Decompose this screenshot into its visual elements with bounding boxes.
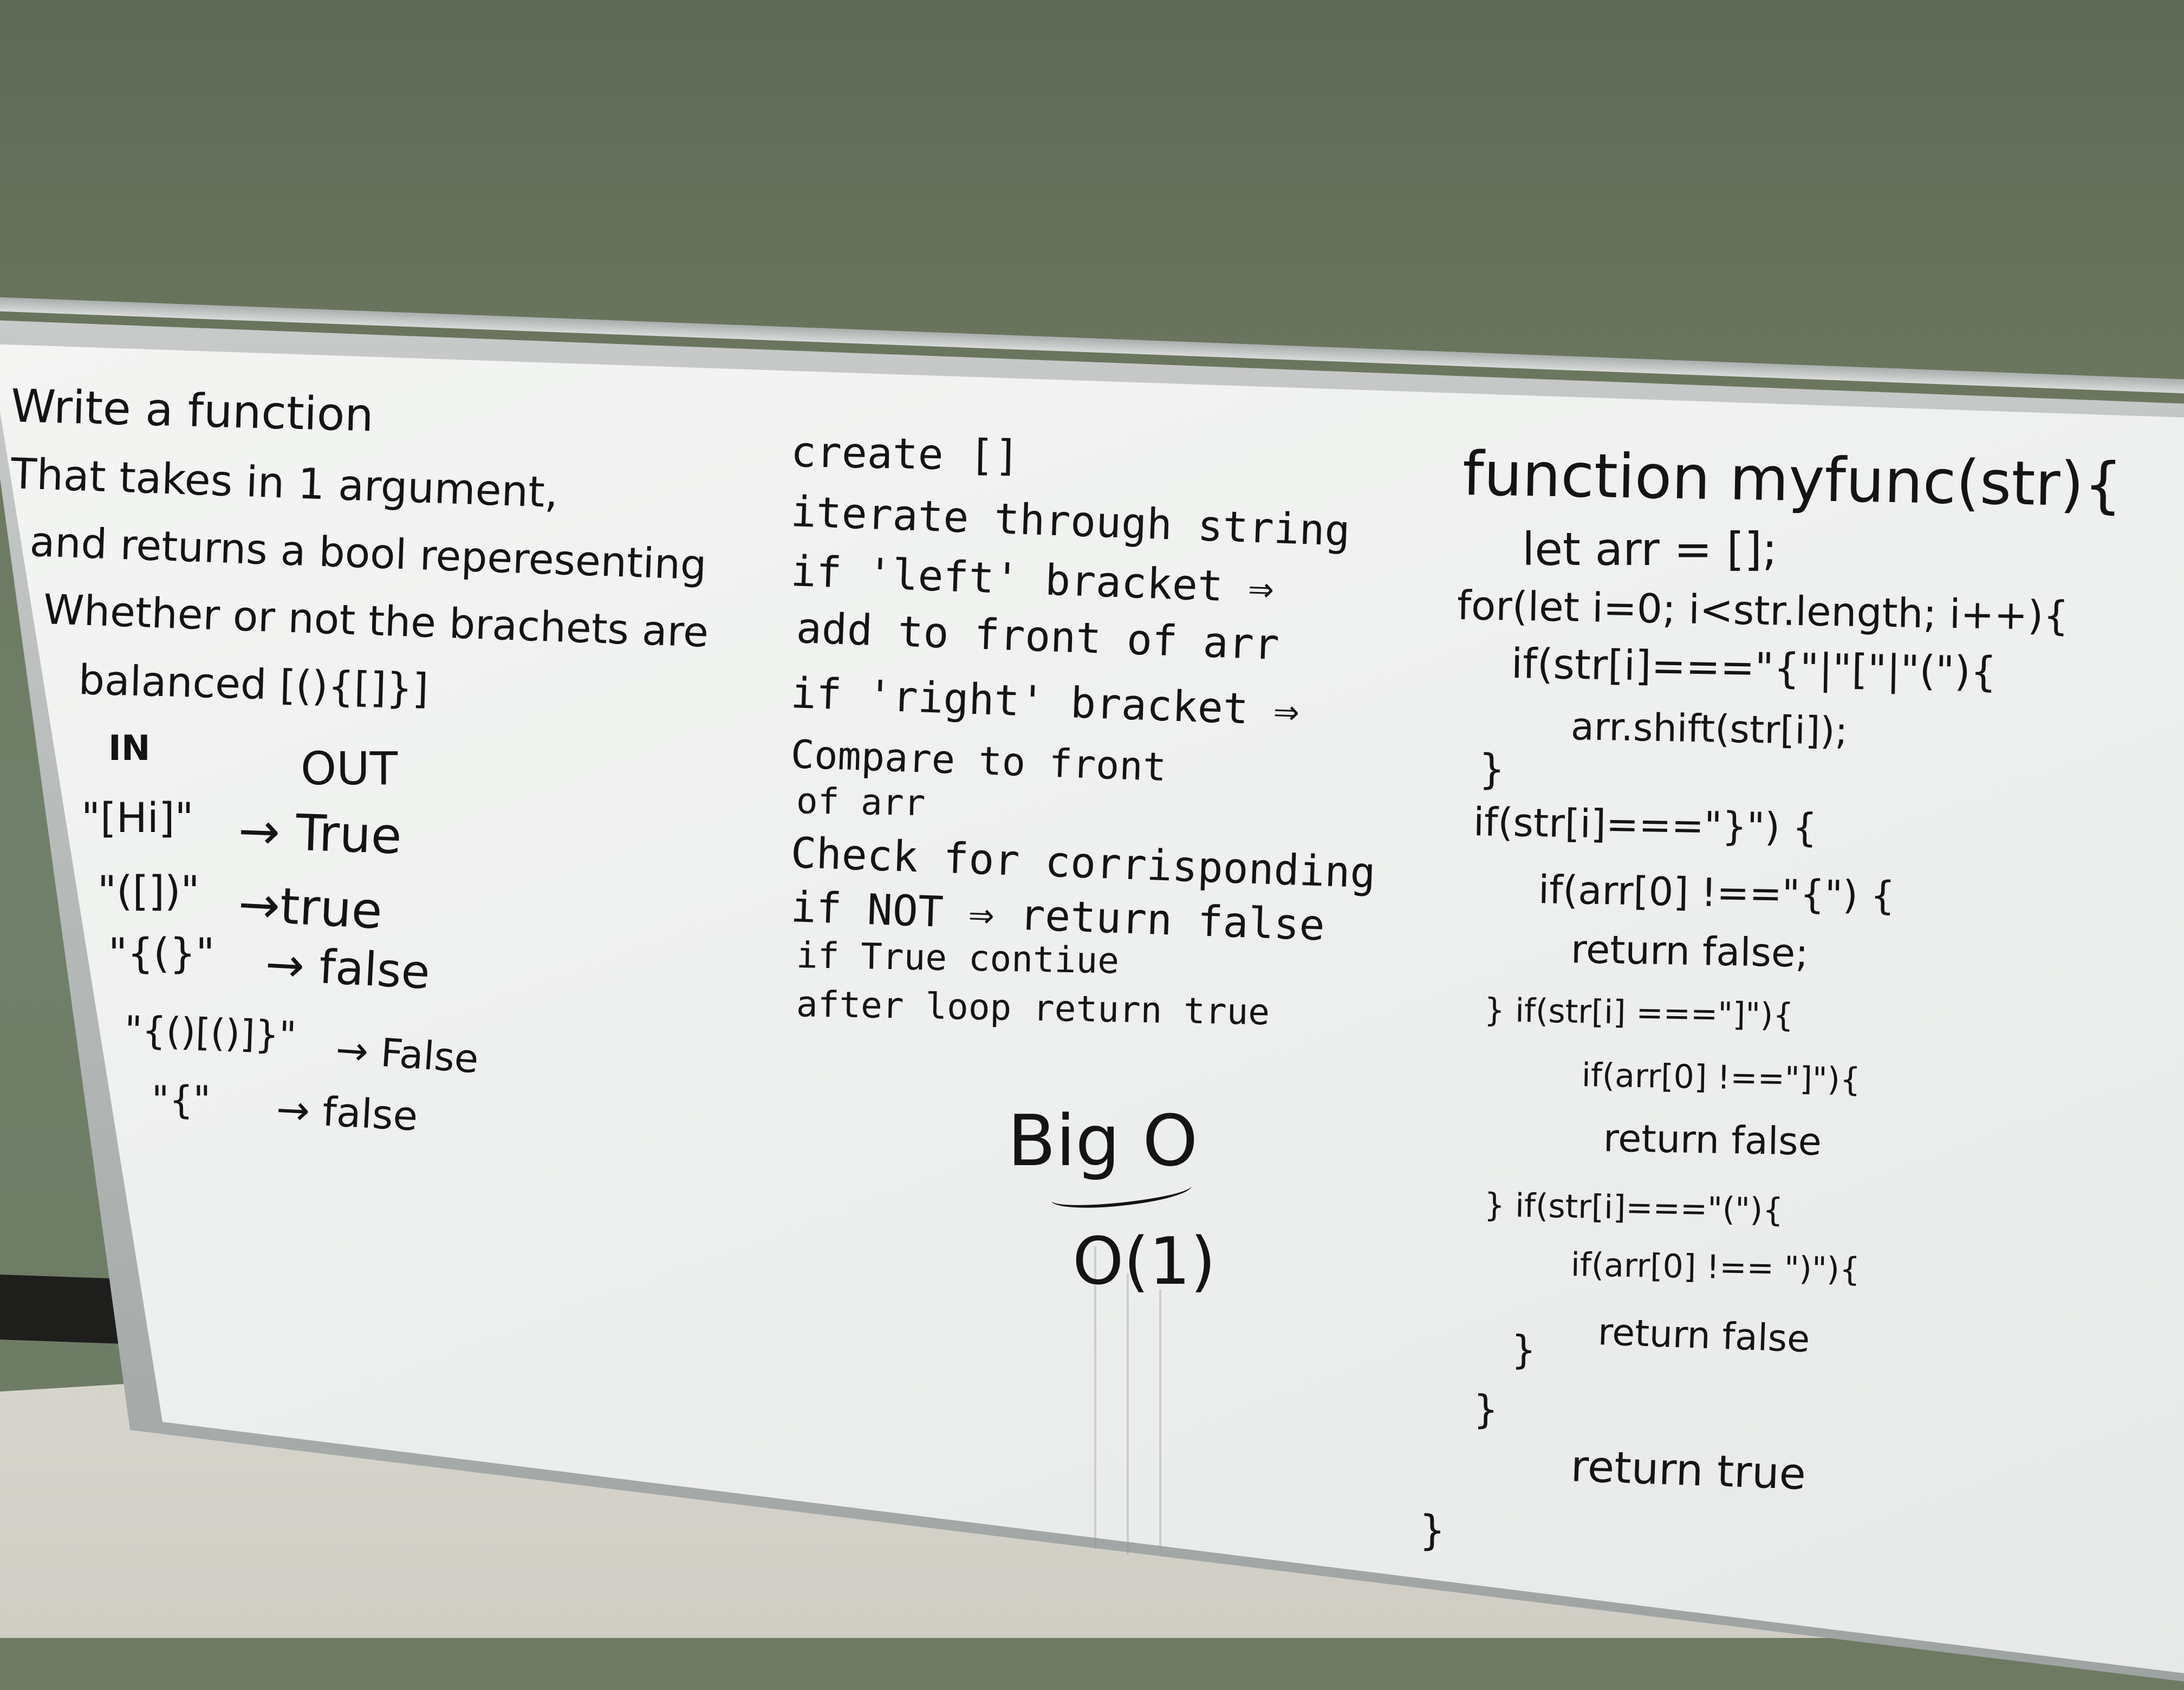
code-line: if(arr[0] !=="{") { [1538,867,1896,919]
code-line: if(arr[0] !=="]"){ [1581,1056,1861,1099]
code-line: } [1473,1387,1498,1432]
code-line: } [1511,1327,1536,1373]
whiteboard: Write a function That takes in 1 argumen… [0,297,2184,1690]
big-o-label: Big O [1007,1100,1198,1182]
example-input: "([])" [98,867,200,915]
code-line: return false; [1570,926,1809,976]
code-line: return false [1597,1311,1811,1361]
code-line: } [1419,1506,1446,1554]
example-input: "{" [152,1078,211,1122]
code-line: return false [1603,1116,1822,1165]
code-line: } if(str[i]==="("){ [1484,1186,1784,1230]
example-output: → false [264,937,432,1000]
code-line: arr.shift(str[i]); [1570,704,1848,753]
algorithm-line: if True contiue [796,934,1120,982]
ink-drip-mark [1094,1246,1096,1549]
code-line: let arr = []; [1522,523,1778,576]
problem-line: Write a function [10,379,374,442]
problem-line: balanced [(){[]}] [77,655,430,713]
ink-drip-mark [1159,1289,1161,1549]
code-line: if(str[i]==="}") { [1473,799,1818,851]
in-column-header: IN [108,729,151,769]
big-o-value: O(1) [1072,1224,1216,1299]
example-input: "{()[()]}" [123,1007,297,1058]
out-column-header: OUT [301,742,398,795]
example-output: → false [275,1086,419,1140]
code-line: } [1479,745,1505,793]
algorithm-line: after loop return true [796,983,1270,1034]
code-line: return true [1570,1441,1807,1500]
code-line: } if(str[i] ==="]"){ [1484,991,1794,1035]
example-output: →true [237,875,384,940]
algorithm-line: create [] [790,428,1020,481]
algorithm-line: of arr [796,780,926,824]
code-line: if(str[i]==="{"|"["|"("){ [1511,639,1997,696]
code-line: function myfunc(str){ [1461,439,2123,521]
example-input: "{(}" [108,929,215,977]
example-output: → True [237,802,403,866]
code-line: if(arr[0] !== ")"){ [1570,1246,1861,1289]
ink-drip-mark [1127,1273,1129,1555]
example-input: "[Hi]" [81,794,194,842]
